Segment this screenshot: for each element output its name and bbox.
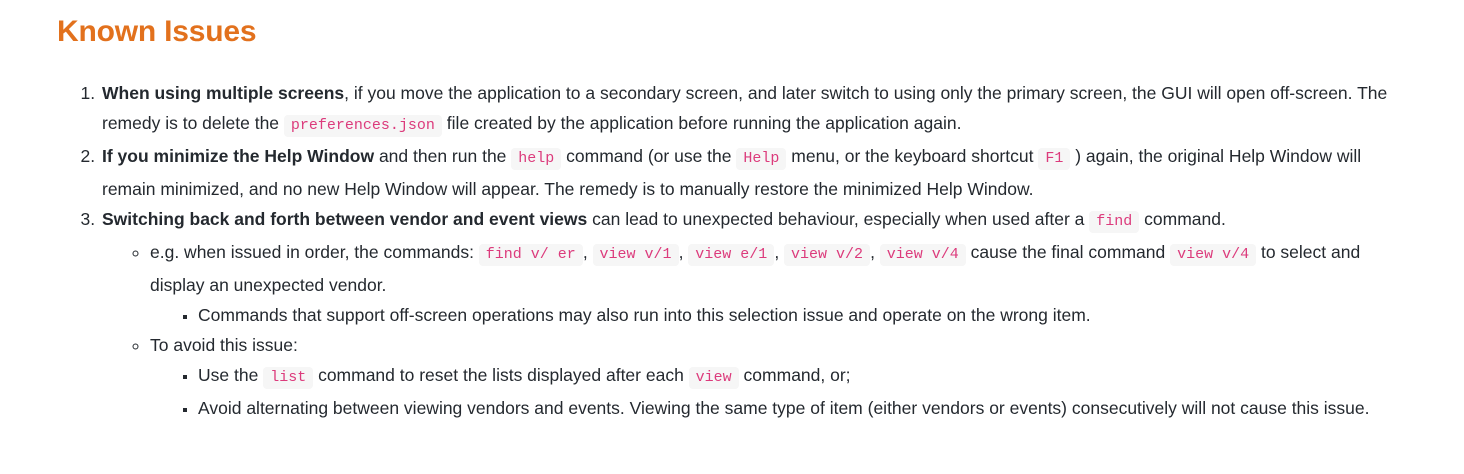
inline-code: F1 [1038, 148, 1071, 170]
nested-list: Use the list command to reset the lists … [150, 360, 1388, 423]
text-run: , [582, 242, 593, 262]
page-title: Known Issues [57, 15, 257, 48]
text-run: command to reset the lists displayed aft… [313, 365, 689, 385]
inline-code: view v/2 [784, 244, 871, 266]
text-run: Avoid alternating between viewing vendor… [198, 398, 1370, 418]
inline-code: help [511, 148, 562, 170]
list-item: Avoid alternating between viewing vendor… [198, 393, 1388, 423]
list-item: To avoid this issue: Use the list command… [150, 330, 1388, 423]
nested-list: Commands that support off-screen operati… [150, 300, 1388, 330]
list-item: If you minimize the Help Window and then… [100, 141, 1388, 204]
text-run: , if you move the application to a secon… [102, 83, 1388, 133]
text-run: , [870, 242, 880, 262]
inline-code: view e/1 [688, 244, 775, 266]
text-run: to select and display an unexpected vend… [150, 242, 1361, 295]
list-item: Use the list command to reset the lists … [198, 360, 1388, 393]
nested-list: e.g. when issued in order, the commands:… [102, 237, 1388, 423]
inline-code: preferences.json [283, 115, 442, 137]
list-item: Commands that support off-screen operati… [198, 300, 1388, 330]
text-run: Commands that support off-screen operati… [198, 305, 1091, 325]
inline-code: view v/1 [592, 244, 679, 266]
inline-code: view v/4 [879, 244, 966, 266]
text-run: command (or use the [561, 146, 737, 166]
inline-code: Help [736, 148, 787, 170]
text-run: To avoid this issue: [150, 335, 298, 355]
text-run: , [774, 242, 785, 262]
inline-code: find v/ er [478, 244, 583, 266]
inline-code: view v/4 [1170, 244, 1257, 266]
text-run: command. [1139, 209, 1226, 229]
text-run: file created by the application before r… [441, 113, 962, 133]
inline-code: list [263, 367, 314, 389]
text-run: and then run the [374, 146, 512, 166]
text-run: can lead to unexpected behaviour, especi… [587, 209, 1090, 229]
text-run: ) again, the original Help Window will r… [102, 146, 1362, 199]
text-run: e.g. when issued in order, the commands: [150, 242, 479, 262]
text-run: , [678, 242, 689, 262]
text-run: command, or; [738, 365, 851, 385]
documentation-page: Known Issues When using multiple screens… [0, 0, 1464, 453]
known-issues-list: When using multiple screens, if you move… [57, 78, 1388, 423]
bold-text: If you minimize the Help Window [102, 146, 375, 166]
text-run: Use the [198, 365, 264, 385]
inline-code: find [1089, 211, 1140, 233]
bold-text: When using multiple screens [102, 83, 345, 103]
list-item: When using multiple screens, if you move… [100, 78, 1388, 141]
text-run: menu, or the keyboard shortcut [786, 146, 1039, 166]
list-item: Switching back and forth between vendor … [100, 204, 1388, 423]
bold-text: Switching back and forth between vendor … [102, 209, 588, 229]
inline-code: view [688, 367, 739, 389]
text-run: cause the final command [965, 242, 1171, 262]
list-item: e.g. when issued in order, the commands:… [150, 237, 1388, 330]
